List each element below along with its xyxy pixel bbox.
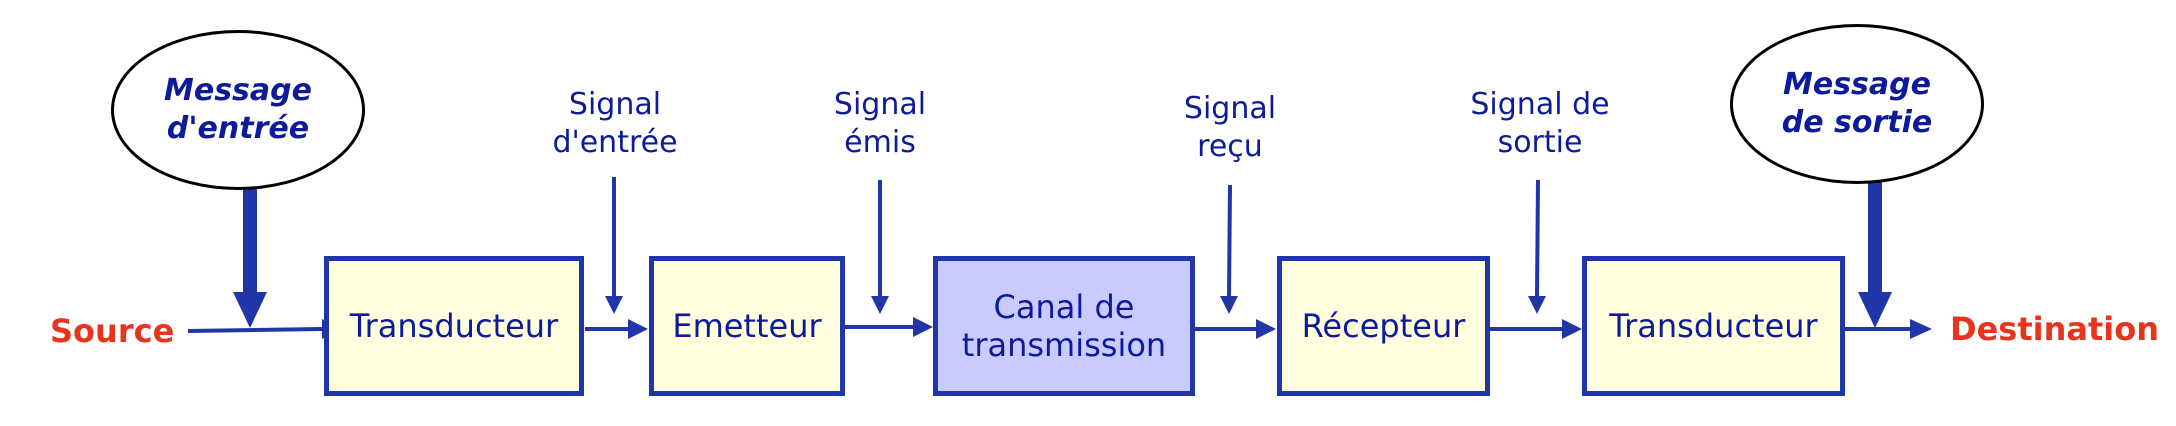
signal-received-arrow [1227,184,1232,299]
input-message-arrow-shaft [243,188,257,294]
arrowhead [1220,296,1238,314]
flow-arrows [187,317,1932,339]
source-label: Source [50,312,175,350]
arrowhead [871,296,889,314]
emitter-block: Emetteur [649,256,845,396]
output-message-ellipse: Message de sortie [1730,24,1984,184]
receiver-block: Récepteur [1277,256,1490,396]
arrowhead [913,317,933,337]
arrowhead [1910,319,1932,339]
input-message-ellipse: Message d'entrée [111,30,365,190]
signal-received-label: Signal reçu [1183,91,1277,164]
transducer-block-output: Transducteur [1582,256,1845,396]
arrowhead [628,319,648,339]
destination-label: Destination [1950,310,2159,348]
signal-arrows [605,177,1546,314]
transmission-channel-block: Canal de transmission [933,256,1195,396]
output-message-arrow-shaft [1868,182,1882,294]
transducer-block-input: Transducteur [324,256,584,396]
arrowhead [1562,319,1582,339]
arrowhead [1528,296,1546,314]
arrowhead [233,292,267,328]
signal-input-label: Signal d'entrée [552,87,678,160]
message-arrows [233,182,1892,328]
signal-emitted-label: Signal émis [833,87,927,160]
arrowhead [605,296,623,314]
signal-output-label: Signal de sortie [1470,87,1610,160]
arrowhead [1858,292,1892,328]
signal-output-arrow [1535,179,1540,299]
arrow-source-to-transducer [187,327,323,333]
arrowhead [1256,319,1276,339]
